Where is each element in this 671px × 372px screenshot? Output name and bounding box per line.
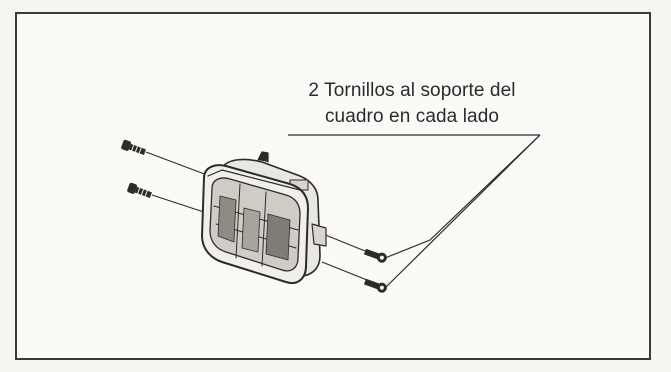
headlight-assembly-icon — [201, 151, 327, 284]
callout-label: 2 Tornillos al soporte del cuadro en cad… — [262, 78, 562, 130]
leader-line-upper — [384, 134, 541, 259]
alignment-line-right-lower — [321, 261, 373, 283]
leader-line-lower — [384, 134, 541, 289]
screw-icon — [121, 139, 146, 155]
screw-icon — [127, 182, 152, 198]
diagram-frame — [15, 12, 651, 360]
alignment-line-left-lower — [151, 194, 211, 215]
screw-icon — [363, 248, 387, 263]
callout-line-2: cuadro en cada lado — [324, 106, 500, 127]
callout-line-1: 2 Tornillos al soporte del — [308, 80, 516, 101]
alignment-line-right-upper — [317, 231, 371, 254]
alignment-line-left-upper — [145, 151, 216, 179]
screw-icon — [363, 278, 387, 293]
